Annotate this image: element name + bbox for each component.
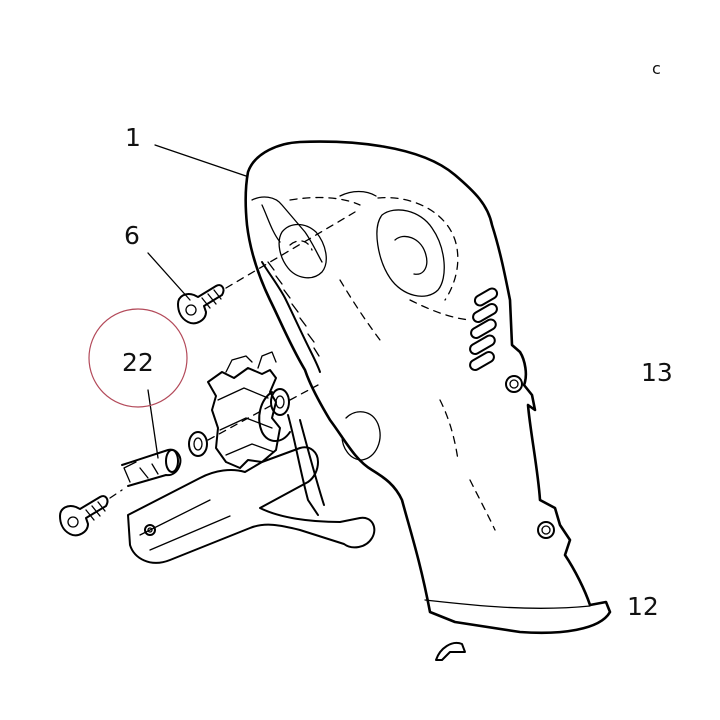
partial-lower-part <box>435 642 466 661</box>
leader-lines <box>147 144 247 459</box>
lower-bolt <box>59 489 123 537</box>
bracket-assembly <box>127 351 376 564</box>
corner-mark: c <box>652 59 661 78</box>
callout-1: 1 <box>125 123 141 152</box>
highlight-circle <box>88 308 188 408</box>
callout-22: 22 <box>122 348 154 377</box>
sleeve-22 <box>121 448 182 487</box>
bolt-6 <box>177 211 356 325</box>
callout-6: 6 <box>124 221 140 250</box>
belt-cover <box>244 140 612 635</box>
callout-13: 13 <box>641 358 673 387</box>
cover-vents <box>469 287 499 371</box>
callout-12: 12 <box>627 592 659 621</box>
